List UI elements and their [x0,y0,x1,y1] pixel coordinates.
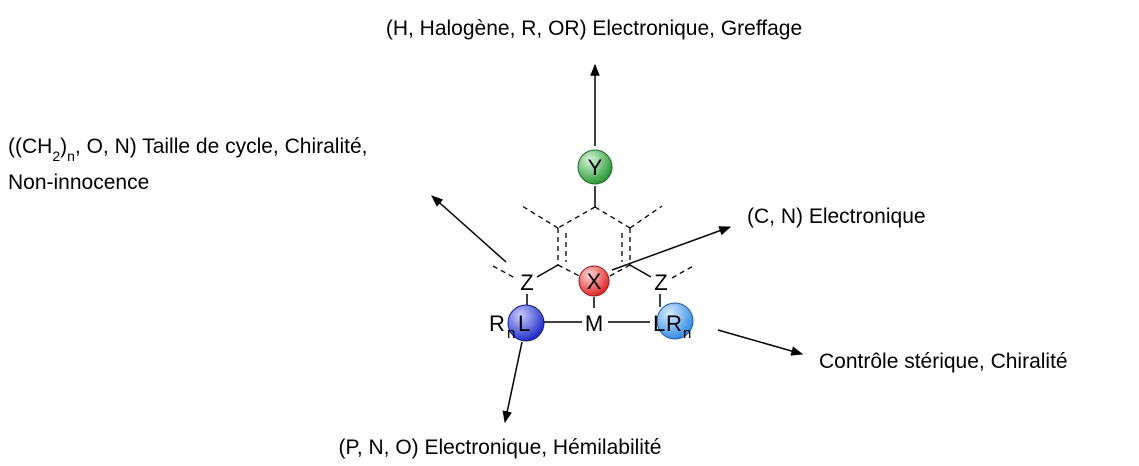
atom-z-left: Z [520,270,533,295]
label-left-line2: Non-innocence [8,171,149,194]
left-arm-bonds [492,264,582,323]
l-left-sphere [507,304,545,342]
arrow-to-left-label [431,195,507,263]
y-sphere [577,149,613,185]
atom-l-left-r: R [489,311,505,336]
label-top: (H, Halogène, R, OR) Electronique, Greff… [386,17,802,40]
label-left-line1: ((CH2)n, O, N) Taille de cycle, Chiralit… [8,135,367,164]
aromatic-ring [521,186,663,284]
arrow-to-right-bottom-label [717,329,804,356]
l-right-sphere [656,302,694,340]
label-right-bottom: Contrôle stérique, Chiralité [819,350,1068,373]
atom-y: Y [588,155,603,180]
atom-l-right-n: n [683,325,691,342]
arrow-to-right-top-label [611,226,732,271]
atom-l-left-n: n [507,325,515,342]
label-bottom: (P, N, O) Electronique, Hémilabilité [339,436,662,459]
atom-x: X [587,269,602,294]
atom-l-right-r: R [666,311,682,336]
atom-m: M [585,311,603,336]
right-arm-bonds [608,264,696,323]
arrow-to-bottom-label [502,341,523,424]
atom-l-left-l: L [518,311,530,336]
label-right-top: (C, N) Electronique [747,205,926,228]
atom-l-right-l: L [653,311,665,336]
x-sphere [578,265,610,297]
atom-z-right: Z [654,270,667,295]
